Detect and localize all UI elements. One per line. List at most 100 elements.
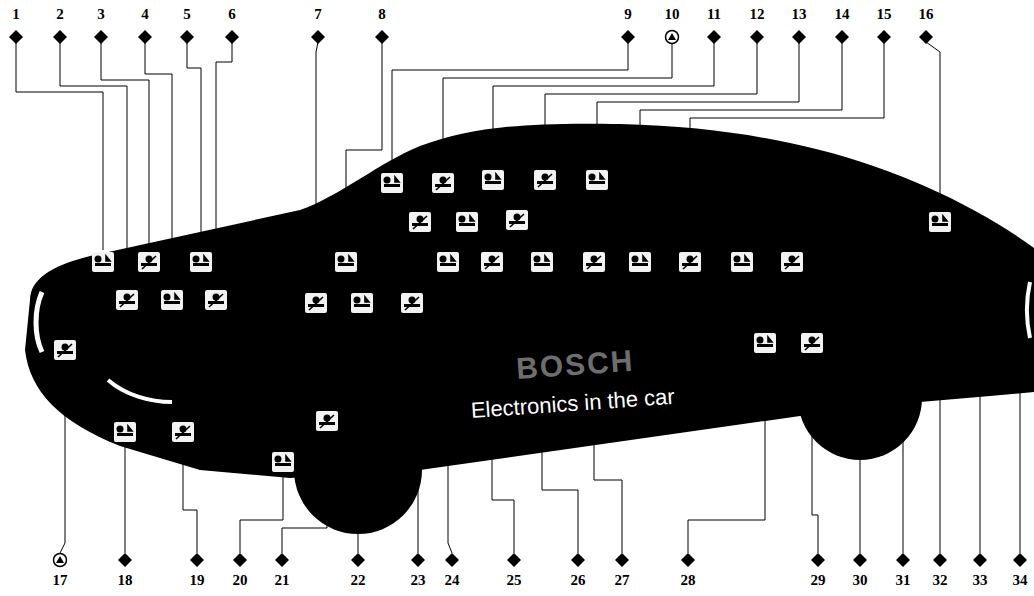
icon-bar [440, 263, 456, 266]
diamond-symbol [933, 553, 947, 567]
system-icon [272, 452, 294, 472]
icon-bar [275, 463, 291, 466]
icon-tile [92, 252, 114, 272]
callout-number: 30 [853, 572, 868, 588]
diamond-marker [853, 553, 867, 567]
icon-stroke [176, 426, 190, 439]
system-icon [679, 252, 701, 272]
diamond-marker [445, 553, 459, 567]
icon-dot [275, 456, 282, 463]
icon-stroke [106, 256, 110, 261]
diamond-symbol [750, 30, 764, 44]
leader-line [240, 474, 283, 553]
system-icon [351, 293, 373, 313]
callout-number: 1 [12, 6, 20, 22]
icon-stroke [395, 177, 399, 182]
callout-number: 34 [1013, 572, 1028, 588]
diamond-marker [621, 30, 635, 44]
ring-symbol [666, 31, 679, 44]
icon-bar [534, 263, 550, 266]
diamond-symbol [190, 553, 204, 567]
icon-tile [172, 422, 194, 442]
callout-number: 7 [314, 6, 322, 22]
diamond-symbol [835, 30, 849, 44]
ring-symbol [54, 554, 67, 567]
icon-stroke [683, 256, 697, 269]
system-icon [531, 252, 553, 272]
diamond-symbol [681, 553, 695, 567]
diamond-marker [792, 30, 806, 44]
diamond-marker [94, 30, 108, 44]
diamond-marker [118, 553, 132, 567]
icon-dot [384, 177, 391, 184]
icon-tile [432, 173, 454, 193]
callout-number: 32 [933, 572, 948, 588]
leader-line [940, 390, 941, 553]
diamond-marker [311, 30, 325, 44]
diamond-symbol [896, 553, 910, 567]
icon-dot [95, 256, 102, 263]
icon-stroke [365, 297, 369, 302]
icon-dot [117, 426, 124, 433]
callout-number: 4 [141, 6, 149, 22]
diamond-symbol [853, 553, 867, 567]
icon-stroke [785, 256, 799, 269]
icon-bar [354, 304, 370, 307]
callout-markers [9, 30, 1027, 567]
system-icon [482, 170, 504, 190]
icon-stroke [436, 177, 450, 190]
icon-stroke [768, 337, 772, 342]
icon-stroke [600, 174, 604, 179]
callout-number: 10 [665, 6, 680, 22]
icon-tile [583, 252, 605, 272]
callout-number: 15 [877, 6, 892, 22]
diamond-marker [973, 553, 987, 567]
icon-tile [116, 290, 138, 310]
diamond-symbol [811, 553, 825, 567]
diamond-marker [138, 30, 152, 44]
callout-number: 14 [835, 6, 850, 22]
icon-bar [757, 344, 773, 347]
rear-wheel [798, 336, 922, 460]
icon-dot [734, 256, 741, 263]
system-icon [205, 290, 227, 310]
icon-tile [401, 293, 423, 313]
diamond-marker [9, 30, 23, 44]
icon-tile [205, 290, 227, 310]
icon-tile [586, 170, 608, 190]
icon-tile [316, 411, 338, 431]
icon-stroke [485, 256, 499, 269]
headlight [36, 292, 42, 352]
system-icon [335, 252, 357, 272]
diamond-marker [275, 553, 289, 567]
leader-line [1020, 392, 1021, 553]
diamond-marker [571, 553, 585, 567]
icon-tile [781, 252, 803, 272]
icon-stroke [320, 415, 334, 428]
triangle-symbol [56, 556, 64, 563]
icon-tile [114, 422, 136, 442]
callout-number: 17 [53, 572, 68, 588]
triangle-marker [54, 554, 67, 567]
icon-tile [482, 170, 504, 190]
icon-dot [164, 294, 171, 301]
icon-dot [589, 174, 596, 181]
diamond-marker [877, 30, 891, 44]
icon-tile [437, 252, 459, 272]
diamond-symbol [792, 30, 806, 44]
system-icon [116, 290, 138, 310]
icon-stroke [451, 256, 455, 261]
callout-number: 18 [118, 572, 133, 588]
system-icon [506, 210, 528, 230]
icon-tile [929, 212, 951, 232]
diamond-symbol [225, 30, 239, 44]
icon-tile [481, 252, 503, 272]
diamond-marker [53, 30, 67, 44]
callout-number: 11 [707, 6, 721, 22]
icon-tile [138, 252, 160, 272]
callout-number: 27 [615, 572, 630, 588]
diamond-symbol [9, 30, 23, 44]
icon-stroke [142, 256, 156, 269]
system-icon [401, 293, 423, 313]
icon-tile [754, 333, 776, 353]
